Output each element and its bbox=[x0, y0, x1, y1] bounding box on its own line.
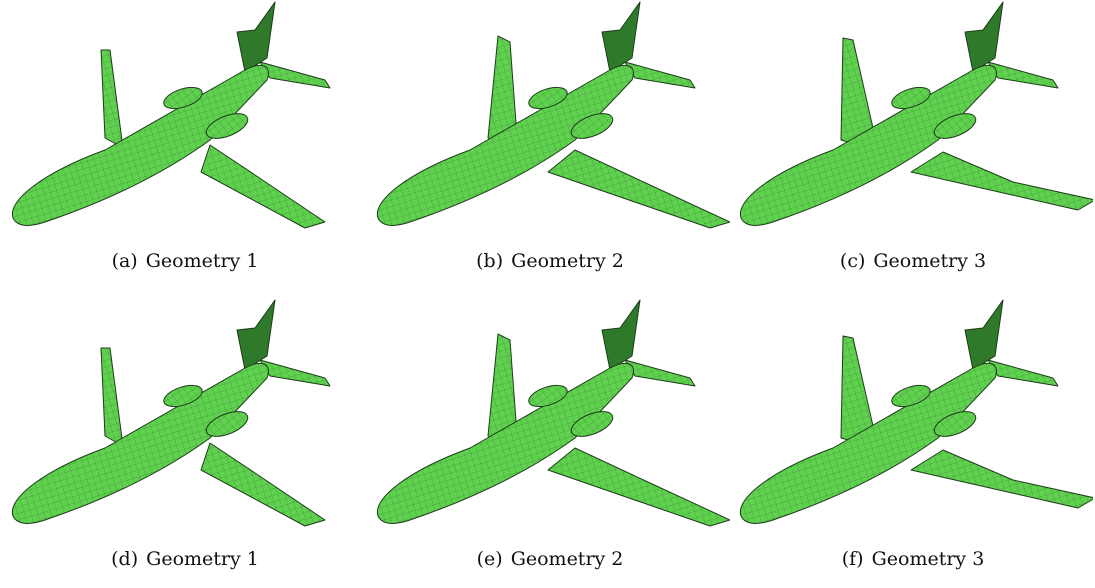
panel-c: (c) Geometry 3 bbox=[733, 0, 1093, 290]
aircraft-mesh-image bbox=[11, 299, 331, 527]
vertical-stabilizer bbox=[601, 1, 641, 73]
panel-f: (f) Geometry 3 bbox=[733, 298, 1093, 588]
panel-label: (d) bbox=[111, 548, 139, 570]
panel-caption: (b) Geometry 2 bbox=[370, 250, 730, 272]
horizontal-stabilizer bbox=[987, 359, 1059, 387]
right-wing bbox=[547, 447, 730, 527]
aircraft-mesh-image bbox=[11, 1, 331, 229]
engine-nacelle bbox=[891, 384, 931, 408]
panel-title: Geometry 3 bbox=[871, 548, 985, 570]
right-wing bbox=[200, 442, 326, 527]
engine-nacelle bbox=[528, 86, 568, 110]
engine-nacelle bbox=[163, 86, 203, 110]
aircraft-mesh-image bbox=[376, 1, 730, 229]
right-wing bbox=[910, 449, 1093, 509]
vertical-stabilizer bbox=[964, 299, 1004, 371]
engine-nacelle bbox=[933, 113, 977, 139]
panel-title: Geometry 2 bbox=[510, 548, 624, 570]
aircraft-mesh-image bbox=[739, 1, 1093, 226]
panel-a: (a) Geometry 1 bbox=[5, 0, 365, 290]
panel-caption: (f) Geometry 3 bbox=[733, 548, 1093, 570]
panel-e: (e) Geometry 2 bbox=[370, 298, 730, 588]
engine-nacelle bbox=[570, 411, 614, 437]
horizontal-stabilizer bbox=[259, 359, 331, 387]
panel-caption: (c) Geometry 3 bbox=[733, 250, 1093, 272]
right-wing bbox=[200, 144, 326, 229]
vertical-stabilizer bbox=[964, 1, 1004, 73]
horizontal-stabilizer bbox=[987, 61, 1059, 89]
panel-caption: (e) Geometry 2 bbox=[370, 548, 730, 570]
right-wing bbox=[547, 149, 730, 229]
vertical-stabilizer bbox=[236, 299, 276, 371]
panel-caption: (a) Geometry 1 bbox=[5, 250, 365, 272]
engine-nacelle bbox=[528, 384, 568, 408]
engine-nacelle bbox=[570, 113, 614, 139]
panel-label: (e) bbox=[476, 548, 503, 570]
engine-nacelle bbox=[205, 113, 249, 139]
engine-nacelle bbox=[933, 411, 977, 437]
horizontal-stabilizer bbox=[624, 359, 696, 387]
engine-nacelle bbox=[205, 411, 249, 437]
panel-title: Geometry 2 bbox=[511, 250, 624, 272]
fuselage bbox=[376, 362, 634, 524]
left-wing bbox=[100, 49, 124, 149]
vertical-stabilizer bbox=[236, 1, 276, 73]
aircraft-mesh-image bbox=[376, 299, 730, 527]
fuselage bbox=[739, 64, 997, 226]
panel-caption: (d) Geometry 1 bbox=[5, 548, 365, 570]
fuselage bbox=[11, 362, 269, 524]
panel-b: (b) Geometry 2 bbox=[370, 0, 730, 290]
aircraft-mesh-image bbox=[739, 299, 1093, 524]
panel-label: (f) bbox=[841, 548, 864, 570]
engine-nacelle bbox=[163, 384, 203, 408]
fuselage bbox=[376, 64, 634, 226]
vertical-stabilizer bbox=[601, 299, 641, 371]
horizontal-stabilizer bbox=[259, 61, 331, 89]
panel-title: Geometry 3 bbox=[873, 250, 987, 272]
panel-d: (d) Geometry 1 bbox=[5, 298, 365, 588]
panel-title: Geometry 1 bbox=[146, 548, 259, 570]
panel-label: (c) bbox=[839, 250, 866, 272]
fuselage bbox=[11, 64, 269, 226]
fuselage bbox=[739, 362, 997, 524]
horizontal-stabilizer bbox=[624, 61, 696, 89]
panel-label: (b) bbox=[476, 250, 504, 272]
right-wing bbox=[910, 151, 1093, 211]
panel-title: Geometry 1 bbox=[145, 250, 259, 272]
panel-label: (a) bbox=[111, 250, 138, 272]
engine-nacelle bbox=[891, 86, 931, 110]
left-wing bbox=[100, 347, 124, 447]
